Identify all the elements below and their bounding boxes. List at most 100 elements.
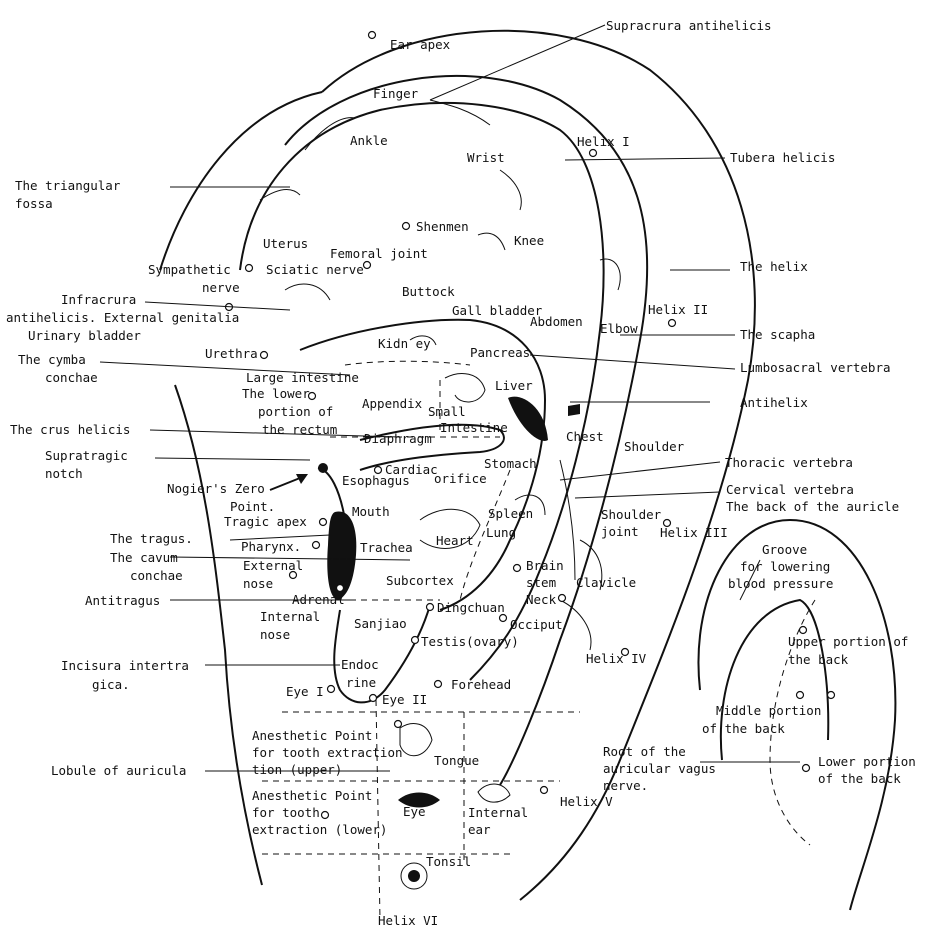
label-orifice: orifice (434, 471, 487, 486)
label-endocrine-1: Endoc (341, 657, 379, 672)
label-crus-helicis: The crus helicis (10, 422, 130, 437)
label-eye-center: Eye (403, 804, 426, 819)
intestine-sketch (445, 374, 485, 402)
label-tragic-apex: Tragic apex (224, 514, 307, 529)
label-brain-1: Brain (526, 558, 564, 573)
lower-back-dot (803, 765, 810, 772)
label-abdomen: Abdomen (530, 314, 583, 329)
label-stomach: Stomach (484, 456, 537, 471)
label-upper-back-2: the back (788, 652, 849, 667)
label-lower-rectum-3: the rectum (262, 422, 337, 437)
label-supratragic-2: notch (45, 466, 83, 481)
leader-supracrura (430, 25, 605, 100)
label-helix-5: Helix V (560, 794, 613, 809)
label-kidney: Kidn ey (378, 336, 431, 351)
label-cavum-2: conchae (130, 568, 183, 583)
label-shoulder-joint-1: Shoulder (601, 507, 662, 522)
label-vagus-3: nerve. (603, 778, 648, 793)
ear-sketch (478, 784, 510, 802)
lobule-col-1 (376, 700, 380, 920)
label-anesthetic-low-2: for tooth (252, 805, 320, 820)
label-uterus: Uterus (263, 236, 308, 251)
pharynx-dot (313, 542, 320, 549)
label-elbow: Elbow (600, 321, 638, 336)
label-pharynx: Pharynx. (241, 539, 301, 554)
leader-infracrura (145, 302, 290, 310)
label-tonsil: Tonsil (426, 854, 471, 869)
label-anesthetic-up-3: tion (upper) (252, 762, 342, 777)
label-eye-1: Eye I (286, 684, 324, 699)
label-groove-3: blood pressure (728, 576, 833, 591)
helix1-dot (590, 150, 597, 157)
label-mouth: Mouth (352, 504, 390, 519)
label-supracrura: Supracrura antihelicis (606, 18, 772, 33)
leader-thoracic (560, 462, 720, 480)
label-anesthetic-low-1: Anesthetic Point (252, 788, 372, 803)
label-large-intestine: Large intestine (246, 370, 359, 385)
label-small-1: Small (428, 404, 466, 419)
label-vagus-1: Root of the (603, 744, 686, 759)
label-esophagus: Esophagus (342, 473, 410, 488)
label-lumbosacral: Lumbosacral vertebra (740, 360, 891, 375)
urethra-dot (261, 352, 268, 359)
label-adrenal: Adrenal (292, 592, 345, 607)
label-vagus-2: auricular vagus (603, 761, 716, 776)
label-back-auricle: The back of the auricle (726, 499, 899, 514)
label-anesthetic-up-1: Anesthetic Point (252, 728, 372, 743)
leader-lumbosacral (530, 355, 735, 369)
label-pancreas: Pancreas (470, 345, 530, 360)
label-antitragus: Antitragus (85, 593, 160, 608)
label-scapha: The scapha (740, 327, 815, 342)
sciatic-dot (364, 262, 371, 269)
label-tongue: Tongue (434, 753, 479, 768)
leader-cervical (575, 492, 720, 498)
liver-black-mark (508, 397, 548, 441)
label-nogier-2: Point. (230, 499, 275, 514)
label-shoulder-joint-2: joint (601, 524, 639, 539)
anesthetic-upper-dot (395, 721, 402, 728)
label-tragus: The tragus. (110, 531, 193, 546)
label-external-nose-1: External (243, 558, 303, 573)
label-cymba-2: conchae (45, 370, 98, 385)
label-supratragic-1: Supratragic (45, 448, 128, 463)
ear-apex-dot (369, 32, 376, 39)
label-nogier-1: Nogier's Zero (167, 481, 265, 496)
chest-mark (568, 404, 580, 416)
label-anesthetic-up-2: for tooth extraction (252, 745, 403, 760)
label-knee: Knee (514, 233, 544, 248)
eye1-dot (328, 686, 335, 693)
label-femoral-joint: Femoral joint (330, 246, 428, 261)
label-triangular-2: fossa (15, 196, 53, 211)
label-triangular-1: The triangular (15, 178, 121, 193)
label-infracrura-1: Infracrura (61, 292, 136, 307)
back-auricle-inner (721, 600, 828, 760)
label-small-2: Intestine (440, 420, 508, 435)
label-buttock: Buttock (402, 284, 455, 299)
label-internal-nose-2: nose (260, 627, 290, 642)
tonsil-center (408, 870, 420, 882)
label-forehead: Forehead (451, 677, 511, 692)
label-clavicle: Clavicle (576, 575, 636, 590)
label-subcortex: Subcortex (386, 573, 454, 588)
neck-dot (559, 595, 566, 602)
label-liver: Liver (495, 378, 533, 393)
adrenal-dot (337, 585, 344, 592)
label-sympathetic-2: nerve (202, 280, 240, 295)
label-lung: Lung (486, 525, 516, 540)
label-finger: Finger (373, 86, 419, 101)
label-middle-back-1: Middle portion (716, 703, 821, 718)
label-tubera-helicis: Tubera helicis (730, 150, 835, 165)
label-testis: Testis(ovary) (421, 634, 519, 649)
labels: Supracrura antihelicis Ear apex Finger A… (6, 18, 916, 928)
label-sciatic: Sciatic nerve (266, 262, 364, 277)
label-brain-2: stem (526, 575, 556, 590)
label-cymba-1: The cymba (18, 352, 86, 367)
genital-sketch (285, 284, 330, 300)
left-outer-edge (175, 385, 262, 885)
label-lower-rectum-2: portion of (258, 404, 333, 419)
label-helix-4: Helix IV (586, 651, 647, 666)
label-trachea: Trachea (360, 540, 413, 555)
wrist-sketch (500, 170, 521, 210)
label-urethra: Urethra (205, 346, 258, 361)
